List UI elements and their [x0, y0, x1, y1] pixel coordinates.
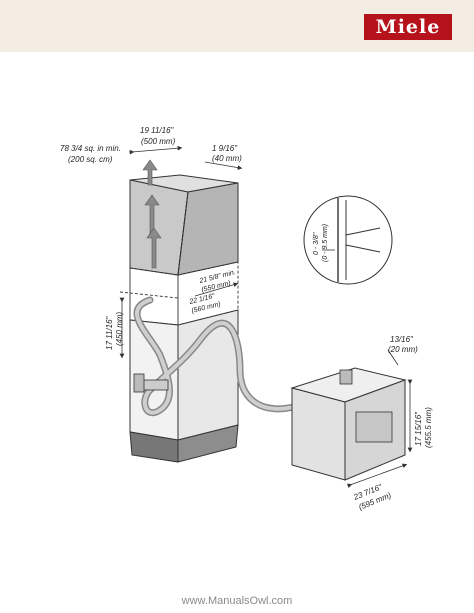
app-height-in-label: 17 15/16": [414, 411, 423, 446]
water-hose: [133, 296, 344, 416]
vent-in-label: 78 3/4 sq. in min.: [60, 144, 121, 153]
watermark: www.ManualsOwl.com: [181, 595, 293, 607]
brand-logo: Miele: [364, 14, 452, 40]
vent-cm-label: (200 sq. cm): [68, 155, 113, 164]
detail-mm-label: (0 - 9.5 mm): [322, 224, 329, 262]
width-top-mm-label: (500 mm): [141, 137, 176, 146]
installation-diagram: 19 11/16" (500 mm) 1 9/16" (40 mm) 78 3/…: [60, 126, 433, 512]
appliance-unit: [290, 367, 407, 481]
cabinet-upper-box: [129, 174, 239, 276]
detail-circle: [303, 195, 393, 285]
height-in-label: 17 11/16": [105, 315, 114, 350]
water-valve: [133, 373, 169, 393]
height-mm-label: (450 mm): [115, 311, 124, 346]
gap-in-label: 1 9/16": [212, 144, 238, 153]
app-height-mm-label: (455.5 mm): [424, 407, 433, 448]
dimension-lines: [119, 145, 413, 489]
gap-mm-label: (40 mm): [212, 154, 242, 163]
width-top-in-label: 19 11/16": [140, 126, 175, 135]
detail-in-label: 0 - 3/8": [313, 232, 320, 255]
front-in-label: 13/16": [390, 335, 414, 344]
front-mm-label: (20 mm): [388, 345, 418, 354]
ventilation-arrows: [142, 159, 162, 269]
page-header: Miele: [0, 0, 474, 52]
